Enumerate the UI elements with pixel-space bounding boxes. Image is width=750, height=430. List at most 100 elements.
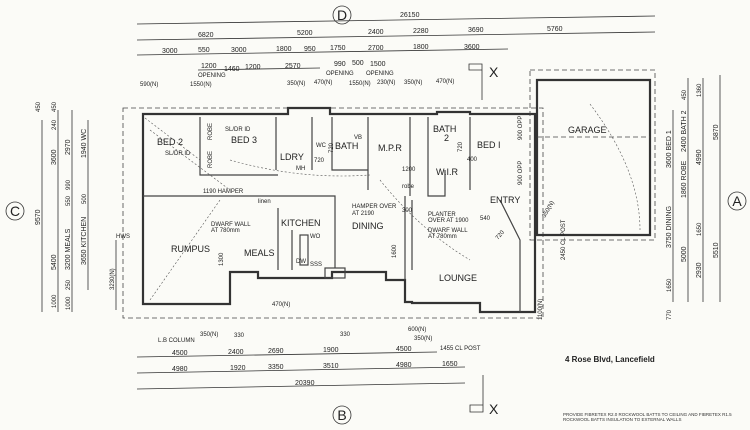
room-kitchen: KITCHEN [281, 218, 321, 228]
note: AT 780mm [211, 228, 240, 234]
dim: 470(N) [436, 79, 454, 85]
note: 1600 [392, 244, 398, 258]
note: AT 780mm [428, 234, 457, 240]
room-wir: W.I.R [436, 167, 458, 177]
section-label: X [489, 401, 499, 417]
left-dimensions: C 9570 450 240 3600 5400 1000 450 2970 9… [5, 101, 117, 312]
dim: 3650 KITCHEN [81, 217, 88, 265]
dim: 2690 [268, 348, 284, 355]
dim: 330 [340, 332, 351, 338]
note: SSS [310, 262, 322, 268]
note: 470(N) [272, 302, 290, 308]
dim: 350(N) [404, 80, 422, 86]
kitchen-bench [299, 234, 309, 266]
property-address: 4 Rose Blvd, Lancefield [565, 355, 655, 364]
dim: 2280 [413, 28, 429, 35]
note: MH [296, 166, 305, 172]
grid-marker-c [5, 201, 25, 221]
dim: 1200 [245, 64, 261, 71]
room-lounge: LOUNGE [439, 273, 477, 283]
dim: 5870 [713, 124, 720, 140]
note: 720 [329, 142, 335, 153]
room-dining: DINING [352, 221, 384, 231]
note: 1100(N) [538, 299, 544, 320]
dim: 500 [352, 60, 364, 67]
dim: 2700 [368, 45, 384, 52]
insulation-notes: PROVIDE FIBRETEX R2.0 ROCKWOOL BATTS TO … [563, 412, 732, 422]
dim: 3000 [231, 47, 247, 54]
room-bed-3: BED 3 [231, 135, 257, 145]
note: HWS [116, 234, 130, 240]
note: DWARF WALL [428, 228, 468, 234]
note: DWARF WALL [211, 222, 251, 228]
dim: 950 [304, 46, 316, 53]
dim: 4990 [696, 149, 703, 165]
note: 350(N) [542, 200, 556, 219]
dim: 3600 [51, 149, 58, 165]
dim: 4500 [172, 350, 188, 357]
dim: 1500 [370, 61, 386, 68]
room-bath: BATH [335, 141, 358, 151]
dim: 590(N) [140, 82, 158, 88]
grid-label-b: B [337, 407, 346, 423]
dim: 1750 [330, 45, 346, 52]
dim: 250 [66, 279, 72, 290]
dim: 1000 [52, 294, 58, 308]
dim: 600(N) [408, 327, 426, 333]
note: 540 [480, 216, 491, 222]
dim: 1860 ROBE [681, 160, 688, 198]
dim: 470(N) [314, 80, 332, 86]
opening-label: OPENING [326, 71, 354, 77]
dim-overall-top: 26150 [400, 12, 420, 19]
dim: 9570 [35, 209, 42, 225]
note: 720 [458, 141, 464, 152]
note: 1190 HAMPER [203, 189, 244, 195]
dim: 3200 MEALS [65, 228, 72, 270]
dim: 1000 [66, 296, 72, 310]
dim: 5760 [547, 26, 563, 33]
note: 900 OPP [518, 116, 524, 140]
sink [324, 267, 346, 279]
dim: 990 [66, 179, 72, 190]
note: OVER AT 1900 [428, 218, 469, 224]
note: AT 2190 [352, 211, 375, 217]
annotations: SL/DR ID SL/DR ID ROBE ROBE robe 1190 HA… [116, 116, 567, 344]
dim: 550 [198, 47, 210, 54]
dim: 2400 [368, 29, 384, 36]
dim: 3690 [468, 27, 484, 34]
dim: 5400 [51, 254, 58, 270]
lb-column-label: L.B COLUMN [158, 338, 195, 344]
dim: 1650 [442, 361, 458, 368]
note: 2450 CL POST [561, 219, 567, 260]
room-bath-2: BATH [433, 124, 456, 134]
dim: 450 [52, 101, 58, 112]
dim: 1920 [230, 365, 246, 372]
dim: 770 [667, 309, 673, 320]
note: WO [310, 234, 321, 240]
dim: 1455 CL POST [440, 346, 481, 352]
opening-label: OPENING [366, 71, 394, 77]
garage-outline [529, 69, 656, 241]
room-wc: WC [316, 143, 327, 149]
dim: 5000 [681, 246, 688, 262]
dim: 2970 [65, 139, 72, 155]
dim: 330 [234, 333, 245, 339]
room-laundry: LDRY [280, 152, 304, 162]
dim: 350(N) [287, 81, 305, 87]
dim: 240 [52, 119, 58, 130]
note: 720 [495, 229, 506, 241]
note: ROBE [208, 151, 214, 168]
dim: 230(N) [377, 80, 395, 86]
section-marker-bottom: X [469, 375, 499, 417]
note: linen [258, 199, 271, 205]
dim: 1650 [697, 222, 703, 236]
note: PLANTER [428, 212, 456, 218]
note: robe [402, 184, 415, 190]
room-bed-2: BED 2 [157, 137, 183, 147]
dim: 4500 [396, 346, 412, 353]
dim: 1550(N) [190, 82, 212, 88]
dim: 1650 [667, 278, 673, 292]
note: HAMPER OVER [352, 204, 397, 210]
dim: 2400 BATH 2 [681, 110, 688, 152]
dim: 3750 DINING [666, 206, 673, 248]
